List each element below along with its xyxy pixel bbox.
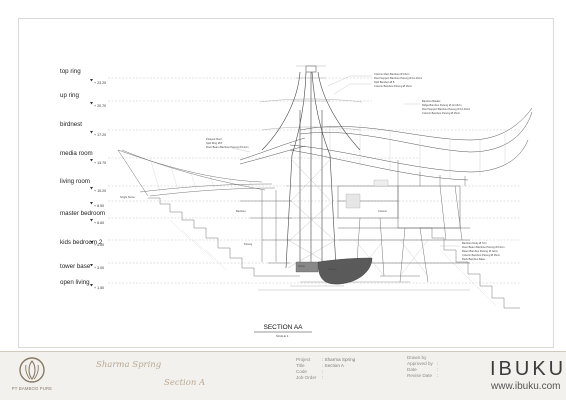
- annotation-top-right-2: Roof Support Bamboo Petung Ø 12-16cm: [374, 76, 422, 80]
- level-label-master-bedroom: master bedroom: [60, 210, 105, 217]
- info-key: Drawn by: [407, 355, 427, 360]
- right-roof-wing: [239, 107, 533, 181]
- info-row-project: Project : Sharma Spring: [296, 357, 382, 363]
- info-key: Job Order: [296, 375, 317, 380]
- level-label-top-ring: top ring: [60, 68, 81, 75]
- info-key: Title: [296, 363, 305, 368]
- annotation-left-1: Petayuk Roof: [206, 137, 222, 141]
- info-key: Revise Date: [407, 373, 433, 378]
- approval-info: Drawn by Approved by: Date: Revise Date:: [407, 355, 438, 379]
- brand-url: www.ibuku.com: [491, 381, 561, 392]
- level-label-media-room: media room: [60, 150, 93, 157]
- terrain-hatch: [169, 219, 497, 307]
- level-label-open-living: open living: [60, 279, 90, 286]
- annotation-bottom-right-3: Beam Bamboo Petung Ø 12cm: [462, 249, 498, 253]
- title-block: PT BAMBOO PURE Sharma Spring Section A P…: [0, 351, 566, 400]
- info-value: :: [322, 375, 324, 380]
- project-info: Project: Sharma Spring Title: Section A …: [296, 357, 382, 381]
- elevation-label: + 23.20: [94, 81, 106, 85]
- tower-base-bowl: [317, 257, 373, 285]
- elevation-label: + 6.60: [94, 221, 104, 225]
- bamboo-pure-logo-icon: [19, 357, 45, 383]
- info-row-job-order: Job Order:: [296, 375, 382, 381]
- annotation-small-2: Bamboo: [236, 209, 246, 213]
- elevation-label: + 3.00: [94, 266, 104, 270]
- annotation-small-1: Single Stone: [120, 195, 135, 199]
- annotation-left-2: Split Ring Ø 8: [206, 141, 223, 145]
- level-label-kids-bedroom-2: kids bedroom 2: [60, 239, 103, 246]
- level-label-living-room: living room: [60, 178, 90, 185]
- project-name-script: Sharma Spring: [96, 360, 162, 370]
- info-value: : Section A: [322, 363, 344, 368]
- elevation-label: + 1.50: [94, 286, 104, 290]
- annotation-mid-right-3: Roof Support Bamboo Petung Ø 12-16cm: [422, 107, 470, 111]
- elevation-label: + 13.70: [94, 161, 106, 165]
- annotation-top-right-4: Column Bamboo Petung Ø 16cm: [374, 84, 412, 88]
- annotation-mid-right-4: Column Bamboo Petung Ø 16cm: [422, 111, 460, 115]
- annotation-top-right-1: Column Main Bamboo Ø 16cm: [374, 72, 409, 76]
- info-value: :: [437, 367, 439, 372]
- terrain: [148, 197, 520, 309]
- logo-text: PT BAMBOO PURE: [11, 386, 53, 391]
- elevation-label: + 4.80: [94, 243, 104, 247]
- company-logo: PT BAMBOO PURE: [6, 355, 58, 397]
- annotation-small-4: Shower: [328, 267, 337, 271]
- annotation-top-right-3: Split Bamboo Ø 8: [374, 80, 395, 84]
- info-row-approved-by: Approved by:: [407, 361, 438, 367]
- info-value: :: [437, 373, 439, 378]
- info-value: :: [322, 369, 324, 374]
- brand-name: IBUKU: [490, 358, 566, 380]
- level-label-up-ring: up ring: [60, 92, 79, 99]
- left-roof-wing: [117, 149, 276, 197]
- info-row-code: Code:: [296, 369, 382, 375]
- annotation-mid-right-1: Bamboo Basket: [422, 99, 441, 103]
- annotation-bottom-right-5: Deck Bamboo Base: [462, 257, 485, 261]
- annotation-mid-right-2: Ridge Bamboo Petung Ø 12-16cm: [422, 103, 462, 107]
- level-label-tower-base: tower base: [60, 263, 91, 270]
- drawing-title: SECTION AA: [263, 324, 303, 331]
- central-tower: [261, 71, 361, 269]
- info-key: Project: [296, 357, 311, 362]
- annotation-small-3: Petung: [244, 242, 253, 246]
- info-row-revise-date: Revise Date:: [407, 373, 438, 379]
- annotation-bottom-right-4: Column Bamboo Petung Ø 16cm: [462, 253, 500, 257]
- annotation-small-6: Column: [378, 209, 387, 213]
- section-name-script: Section A: [164, 378, 206, 388]
- drawing-frame: [18, 18, 554, 348]
- info-key: Date: [407, 367, 417, 372]
- annotation-bottom-right-1: Bamboo Netty Ø 7cm: [462, 241, 487, 245]
- annotation-left-3: Floor Beam Bamboo Petung Ø 12cm: [206, 145, 249, 149]
- info-key: Approved by: [407, 361, 433, 366]
- info-row-title: Title : Section A: [296, 363, 382, 369]
- annotation-small-5: Stone: [298, 264, 305, 268]
- elevation-label: + 20.70: [94, 104, 106, 108]
- annotation-bottom-right-2: Floor Beam Bamboo Petung Ø 12cm: [462, 245, 505, 249]
- info-value: :: [437, 361, 439, 366]
- elevation-label: + 10.20: [94, 189, 106, 193]
- level-label-birdnest: birdnest: [60, 121, 82, 128]
- info-row-drawn-by: Drawn by: [407, 355, 438, 361]
- elevation-label: + 8.50: [94, 204, 104, 208]
- drawing-scale: SCALE 1 :: [276, 334, 290, 338]
- info-value: : Sharma Spring: [322, 357, 356, 362]
- info-key: Code: [296, 369, 307, 374]
- info-row-date: Date:: [407, 367, 438, 373]
- elevation-label: + 17.20: [94, 133, 106, 137]
